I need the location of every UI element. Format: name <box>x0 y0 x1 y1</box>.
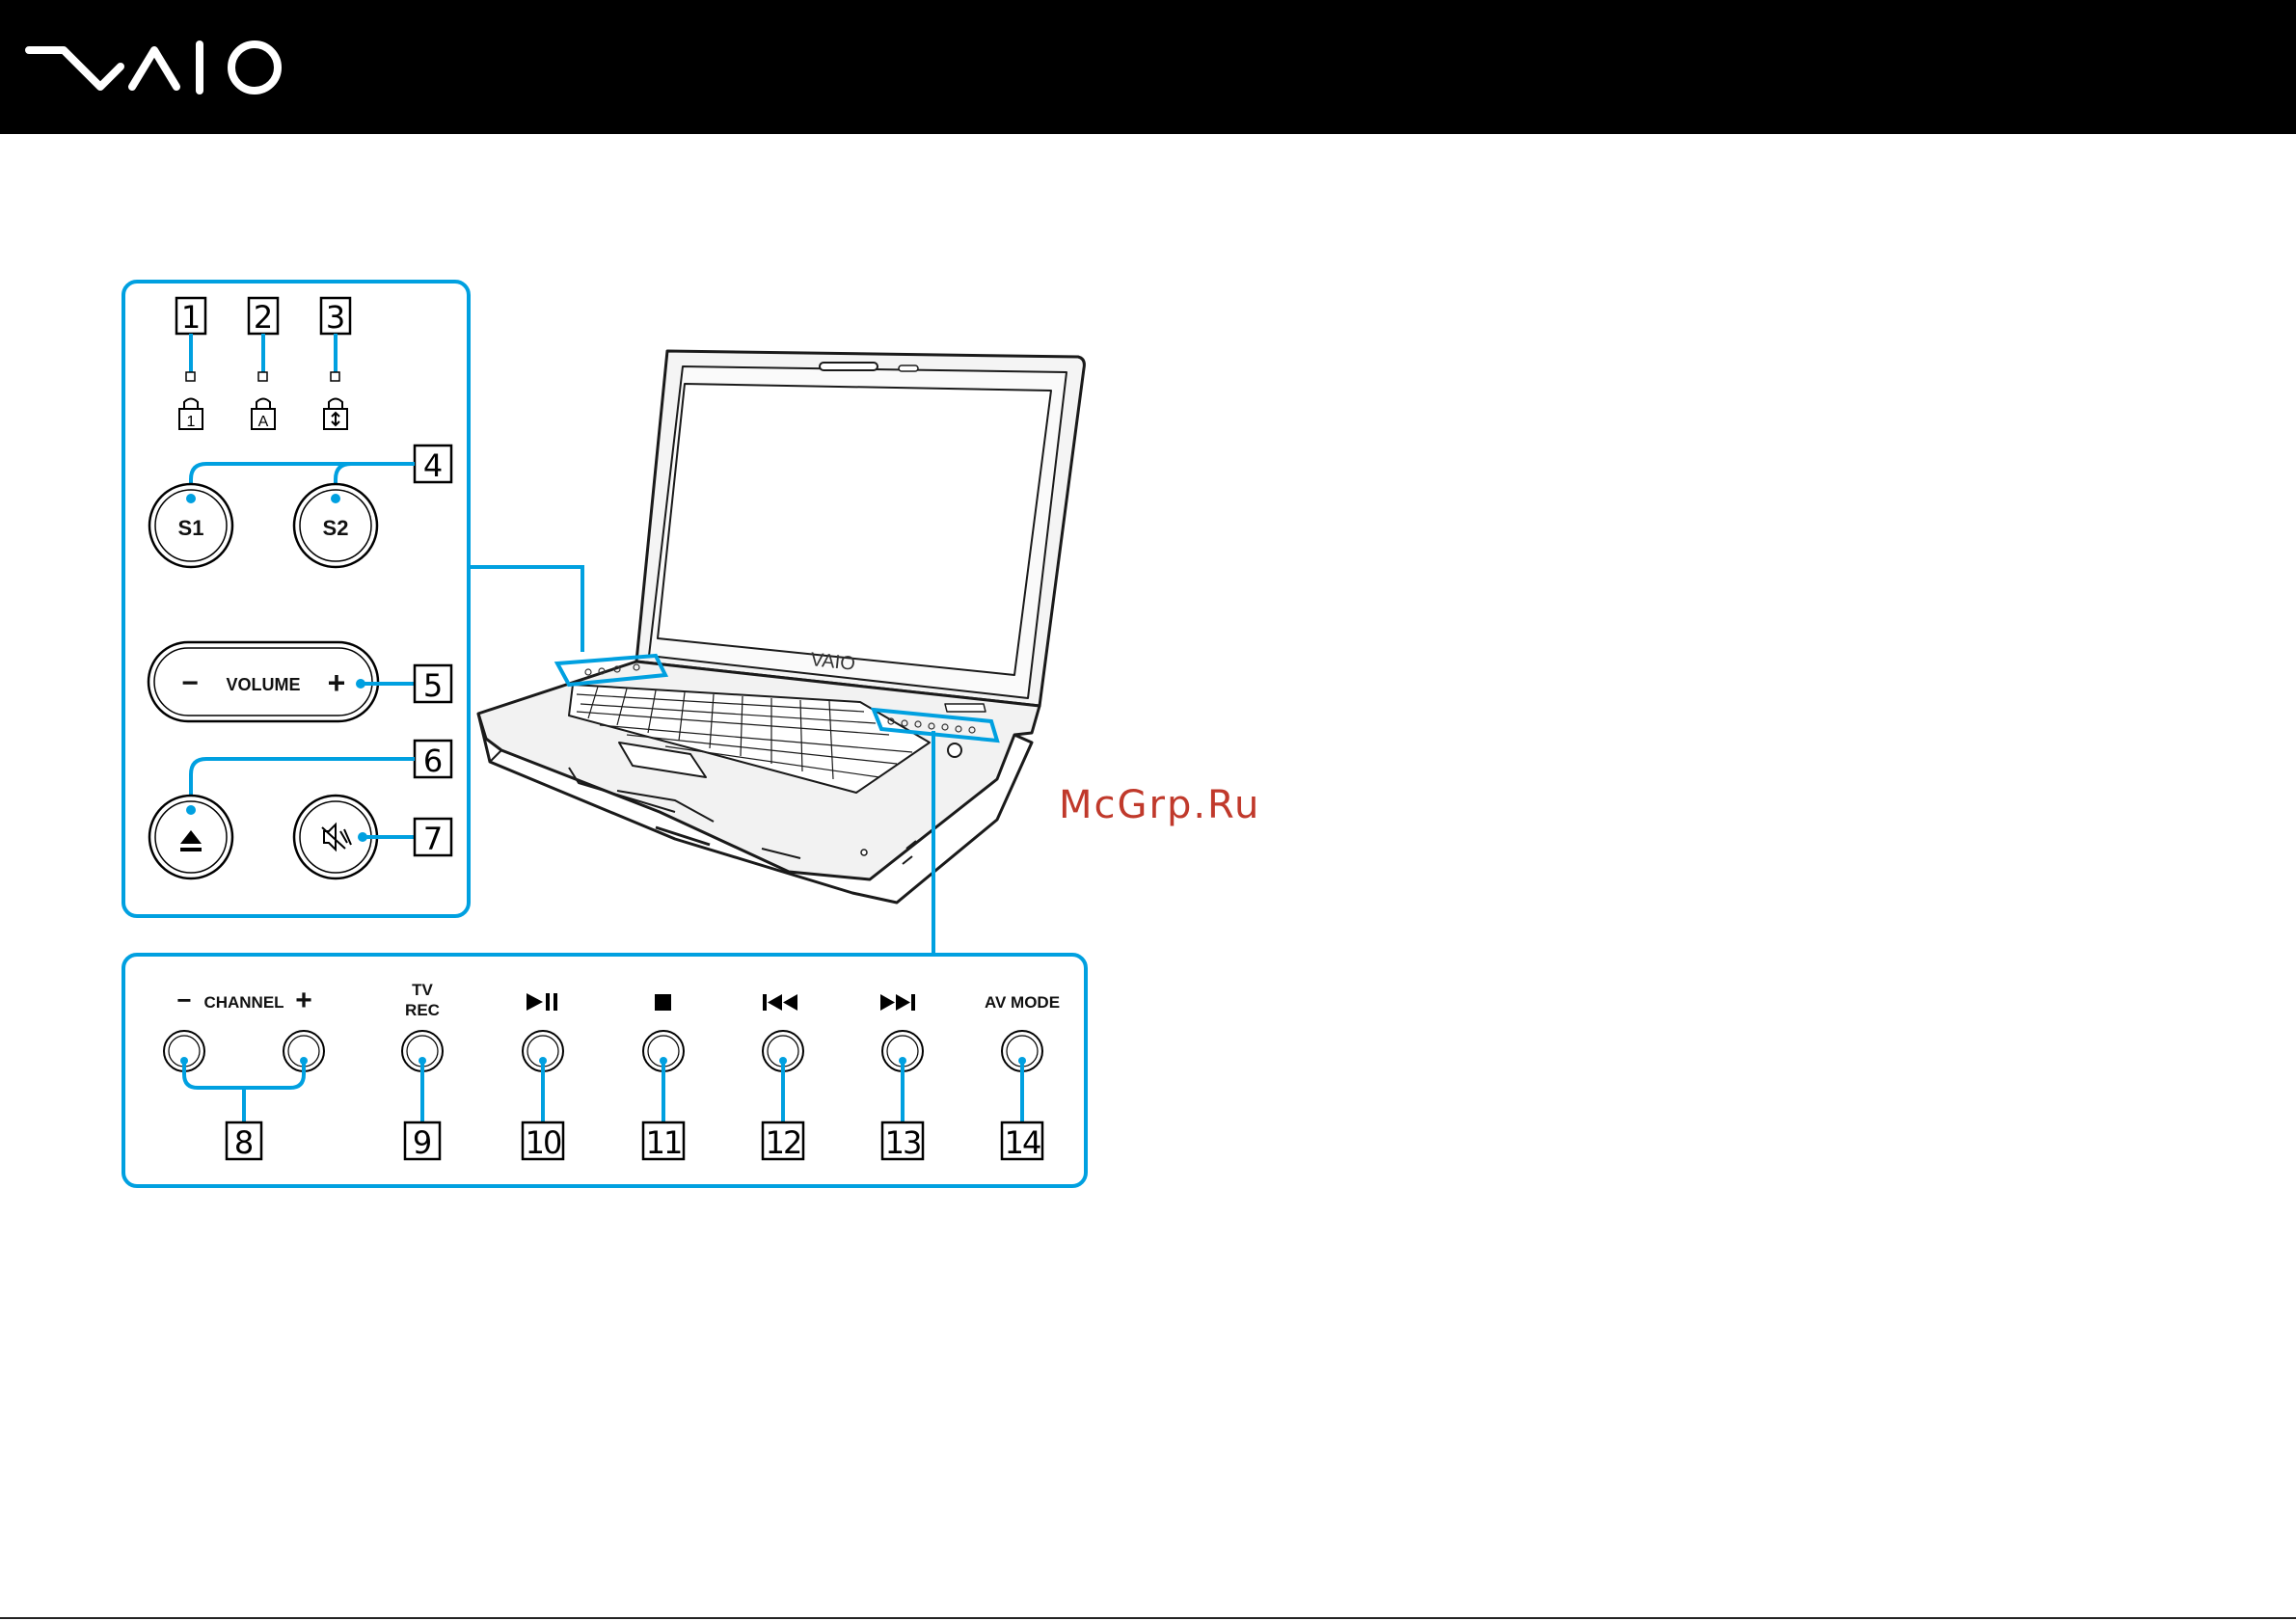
play-pause-icon <box>527 993 557 1011</box>
callout-number-8: 8 <box>234 1124 254 1161</box>
callout-number-10: 10 <box>526 1124 561 1161</box>
watermark-text: McGrp.Ru <box>1059 783 1260 827</box>
svg-text:A: A <box>258 414 269 430</box>
indicator-1: 1 1 <box>176 298 205 430</box>
callout-number-4: 4 <box>423 447 443 484</box>
laptop-illustration: VAIO <box>478 351 1084 903</box>
s-buttons: 4 S1 S2 <box>149 446 451 567</box>
next-track-button: 13 <box>880 994 923 1161</box>
callout-number-5: 5 <box>423 667 443 704</box>
av-mode-button: AV MODE 14 <box>985 993 1060 1161</box>
callout-number-3: 3 <box>326 299 345 336</box>
stop-icon <box>655 994 671 1011</box>
volume-plus-label: + <box>328 665 346 700</box>
volume-minus-label: − <box>181 667 199 699</box>
callout-number-12: 12 <box>766 1124 801 1161</box>
channel-buttons: − CHANNEL + 8 <box>164 985 324 1161</box>
callout-number-2: 2 <box>254 299 273 336</box>
channel-label: CHANNEL <box>203 993 284 1012</box>
callout-number-13: 13 <box>885 1124 921 1161</box>
caps-lock-icon: A <box>252 399 275 431</box>
next-track-icon <box>880 994 915 1011</box>
footer-rule <box>0 1617 2296 1619</box>
media-panel-frame <box>123 955 1086 1186</box>
play-pause-button: 10 <box>523 993 563 1161</box>
num-lock-icon: 1 <box>179 399 203 431</box>
callout-number-6: 6 <box>423 743 443 779</box>
callout-number-7: 7 <box>423 821 443 857</box>
volume-control: − VOLUME + 5 <box>149 642 451 721</box>
s1-button-label: S1 <box>178 516 204 540</box>
indicator-3: 3 <box>321 298 350 429</box>
tv-rec-label-line1: TV <box>412 981 433 999</box>
previous-track-button: 12 <box>763 994 803 1161</box>
callout-number-14: 14 <box>1005 1124 1040 1161</box>
previous-track-icon <box>763 994 797 1011</box>
stop-button: 11 <box>643 994 684 1161</box>
s2-button-label: S2 <box>323 516 349 540</box>
tv-rec-button: TV REC 9 <box>402 981 443 1161</box>
svg-text:1: 1 <box>187 414 196 430</box>
connector-left <box>469 567 582 652</box>
channel-plus-label: + <box>295 985 312 1016</box>
tv-rec-label-line2: REC <box>405 1001 440 1019</box>
callout-number-9: 9 <box>413 1124 432 1161</box>
callout-number-1: 1 <box>181 299 201 336</box>
av-mode-label: AV MODE <box>985 993 1060 1012</box>
volume-label: VOLUME <box>226 675 300 694</box>
callout-number-11: 11 <box>646 1124 682 1161</box>
mute-button-callout: 7 <box>294 796 451 878</box>
scroll-lock-icon <box>324 399 347 430</box>
channel-minus-label: − <box>176 986 191 1014</box>
indicator-2: 2 A <box>249 298 278 430</box>
